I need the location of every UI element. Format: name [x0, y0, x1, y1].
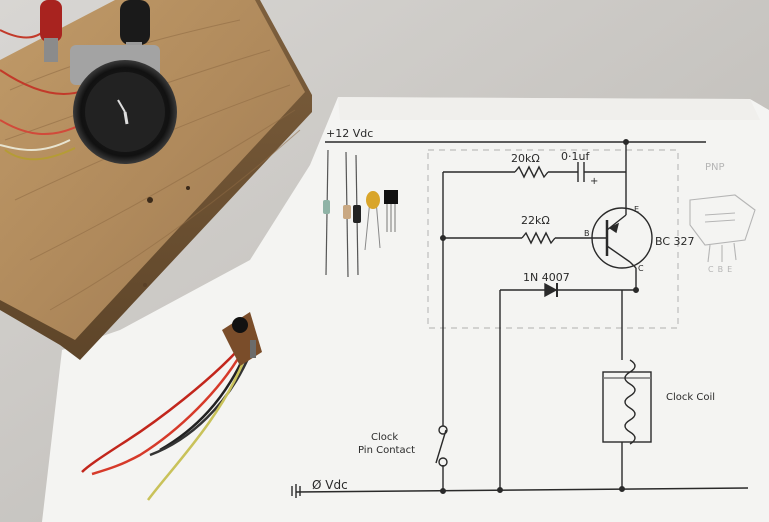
contact-label-line1: Clock	[371, 432, 398, 443]
pin-b-label: B	[584, 229, 590, 238]
contact-label-line2: Pin Contact	[358, 445, 415, 456]
diode-symbol	[544, 282, 558, 298]
pin-contact-bottom	[438, 457, 448, 467]
capacitor-label: 0·1uf	[561, 150, 590, 163]
transistor-label: BC 327	[655, 235, 695, 248]
transistor-symbol	[591, 207, 653, 269]
clock-mechanism	[40, 0, 177, 164]
resistor-20k	[514, 165, 549, 179]
coil-label: Clock Coil	[666, 392, 715, 403]
clock-coil-box	[602, 371, 652, 443]
ground-rail	[295, 487, 749, 493]
pin-contact-top	[438, 425, 448, 435]
loose-pcb-assembly	[81, 312, 262, 501]
pin-c-label: C	[638, 264, 644, 273]
pinout-label: PNP	[705, 162, 725, 173]
pinout-pins: CBE	[708, 265, 736, 274]
coil-winding	[624, 359, 636, 445]
resistor-22k	[521, 231, 556, 245]
board-outline	[427, 149, 679, 329]
diode-label: 1N 4007	[523, 271, 570, 284]
capacitor-polarity: +	[590, 176, 598, 187]
ground-label: Ø Vdc	[312, 478, 348, 492]
paper-sheet	[42, 97, 769, 522]
pinout-sketch	[689, 194, 756, 263]
resistor-2-label: 22kΩ	[521, 214, 550, 227]
loose-components	[323, 149, 398, 278]
schematic	[291, 138, 749, 498]
supply-label: +12 Vdc	[326, 127, 373, 140]
pin-e-label: E	[634, 205, 639, 214]
resistor-1-label: 20kΩ	[511, 152, 540, 165]
